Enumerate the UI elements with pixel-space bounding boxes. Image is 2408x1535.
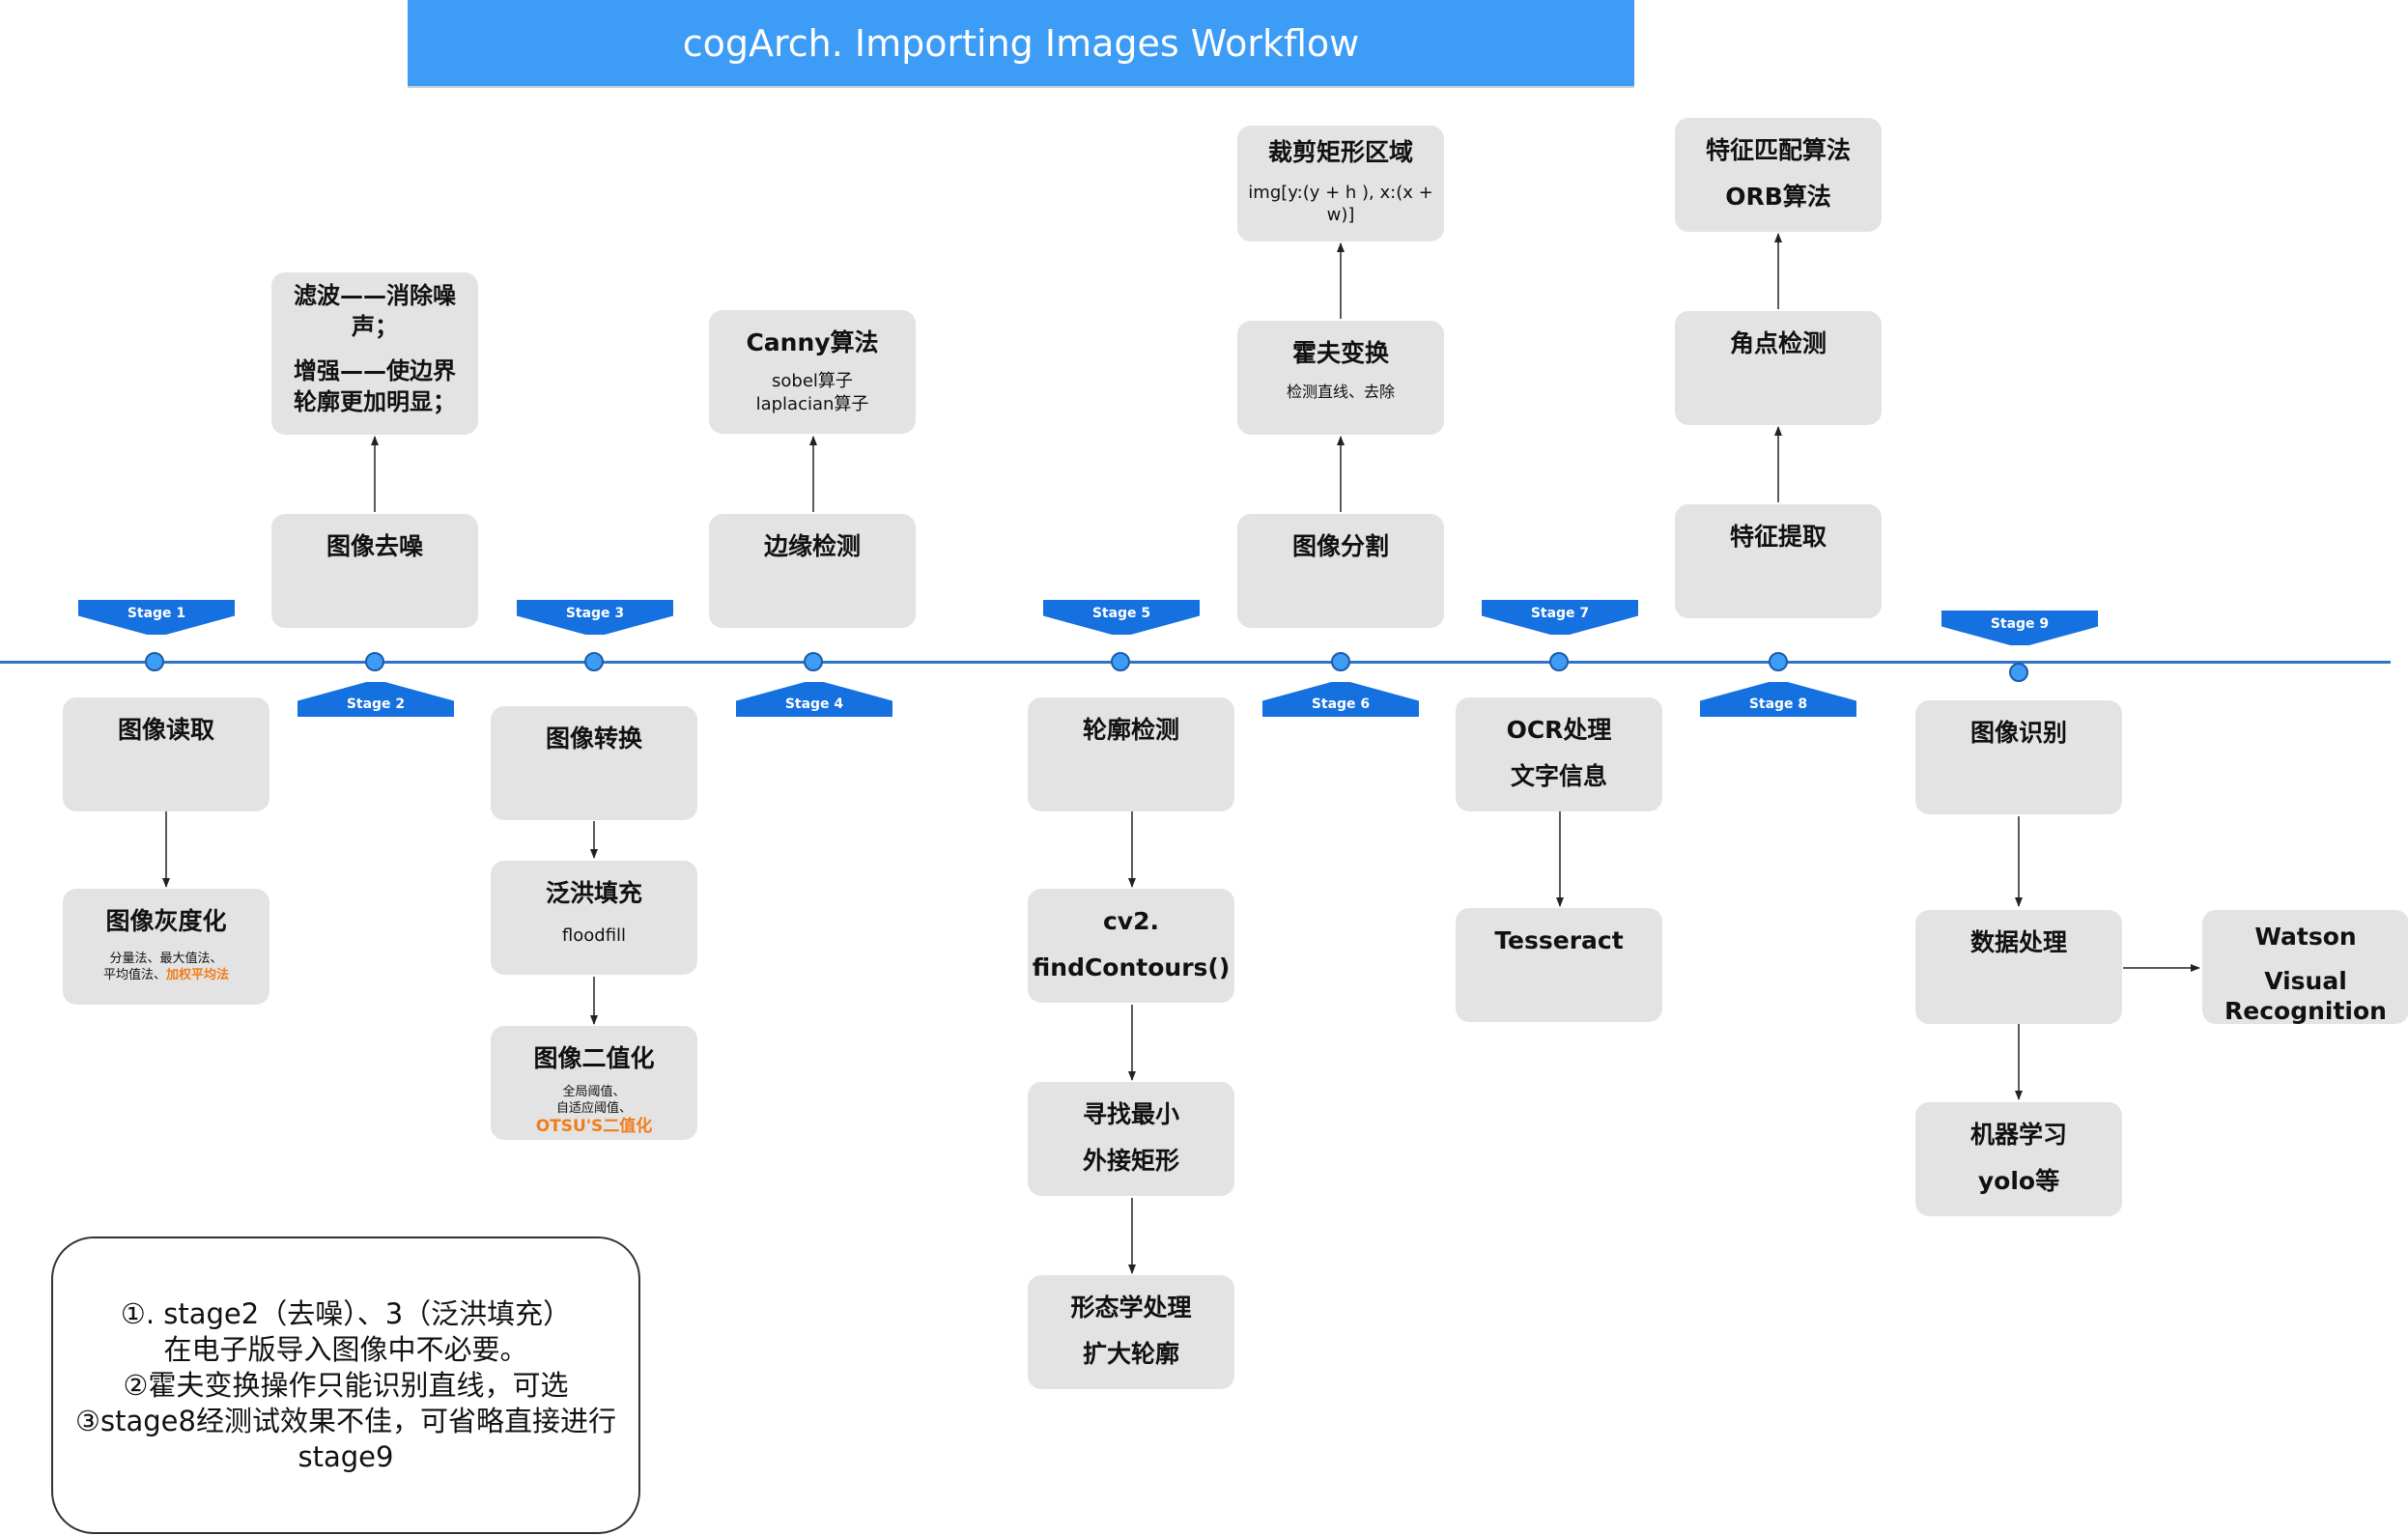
node-crop-rect: 裁剪矩形区域 img[y:(y + h ), x:(x +w)] bbox=[1237, 126, 1444, 242]
node-data-process-label: 数据处理 bbox=[1969, 928, 2067, 956]
node-ocr: OCR处理 文字信息 bbox=[1456, 697, 1662, 811]
node-feature-match: 特征匹配算法 ORB算法 bbox=[1675, 118, 1882, 232]
note-line-2: 在电子版导入图像中不必要。 bbox=[163, 1332, 528, 1366]
node-min-rect-line2: 外接矩形 bbox=[1082, 1147, 1179, 1175]
node-canny-line2: laplacian算子 bbox=[755, 394, 869, 414]
note-line-3: ②霍夫变换操作只能识别直线，可选 bbox=[123, 1368, 569, 1402]
node-image-convert-label: 图像转换 bbox=[545, 725, 642, 753]
node-edge-detect-label: 边缘检测 bbox=[763, 532, 861, 560]
node-grayscale-line1: 分量法、最大值法、 bbox=[109, 952, 223, 966]
node-min-rect: 寻找最小 外接矩形 bbox=[1028, 1082, 1234, 1196]
node-canny-title: Canny算法 bbox=[746, 328, 879, 356]
node-binarize-line2: 自适应阈值、 bbox=[555, 1101, 632, 1116]
node-ocr-line2: 文字信息 bbox=[1510, 762, 1607, 790]
timeline-dot-stage-7 bbox=[1549, 652, 1569, 671]
page-title: cogArch. Importing Images Workflow bbox=[408, 0, 1634, 88]
node-crop-rect-line1: img[y:(y + h ), x:(x + bbox=[1248, 183, 1433, 203]
timeline-dot-stage-2 bbox=[365, 652, 384, 671]
node-image-recognize-label: 图像识别 bbox=[1969, 719, 2067, 747]
node-tesseract-label: Tesseract bbox=[1494, 926, 1624, 954]
note-line-4: ③stage8经测试效果不佳，可省略直接进行 bbox=[75, 1404, 616, 1437]
node-filter-line4: 轮廓更加明显； bbox=[294, 388, 456, 415]
node-findcontours: cv2. findContours() bbox=[1028, 889, 1234, 1003]
node-image-convert: 图像转换 bbox=[491, 706, 697, 820]
timeline-dot-stage-4 bbox=[804, 652, 823, 671]
node-filter-enhance: 滤波——消除噪声； 增强——使边界轮廓更加明显； bbox=[271, 272, 478, 435]
node-grayscale: 图像灰度化 分量法、最大值法、平均值法、加权平均法 bbox=[63, 889, 269, 1005]
node-floodfill: 泛洪填充 floodfill bbox=[491, 861, 697, 975]
node-findcontours-line1: cv2. bbox=[1102, 907, 1159, 935]
node-filter-line3: 增强——使边界 bbox=[294, 357, 456, 384]
node-filter-line1: 滤波——消除噪 bbox=[294, 282, 456, 309]
node-canny-line1: sobel算子 bbox=[772, 371, 853, 391]
node-denoise-label: 图像去噪 bbox=[326, 532, 423, 560]
node-image-recognize: 图像识别 bbox=[1915, 700, 2122, 814]
node-contour-detect: 轮廓检测 bbox=[1028, 697, 1234, 811]
timeline-dot-stage-5 bbox=[1111, 652, 1130, 671]
node-image-read: 图像读取 bbox=[63, 697, 269, 811]
node-contour-detect-label: 轮廓检测 bbox=[1082, 716, 1179, 744]
node-canny: Canny算法 sobel算子 laplacian算子 bbox=[709, 310, 916, 434]
node-filter-line2: 声； bbox=[352, 313, 398, 340]
node-binarize: 图像二值化 全局阈值、自适应阈值、OTSU'S二值化 bbox=[491, 1026, 697, 1140]
node-watson-line3: Recognition bbox=[2224, 997, 2387, 1025]
node-morphology: 形态学处理 扩大轮廓 bbox=[1028, 1275, 1234, 1389]
timeline-dot-stage-8 bbox=[1769, 652, 1788, 671]
node-floodfill-sub: floodfill bbox=[561, 925, 627, 946]
node-binarize-highlight: OTSU'S二值化 bbox=[535, 1117, 653, 1136]
node-hough-title: 霍夫变换 bbox=[1291, 339, 1389, 367]
node-feature-match-line2: ORB算法 bbox=[1725, 183, 1831, 211]
node-machine-learning-line1: 机器学习 bbox=[1969, 1121, 2067, 1149]
node-segment: 图像分割 bbox=[1237, 514, 1444, 628]
note-line-1: ①. stage2（去噪）、3（泛洪填充） bbox=[120, 1296, 572, 1330]
node-min-rect-line1: 寻找最小 bbox=[1082, 1100, 1179, 1128]
node-morphology-line1: 形态学处理 bbox=[1070, 1293, 1192, 1322]
node-morphology-line2: 扩大轮廓 bbox=[1082, 1340, 1179, 1368]
node-feature-match-line1: 特征匹配算法 bbox=[1705, 136, 1851, 164]
node-grayscale-line2: 平均值法、 bbox=[102, 968, 166, 982]
node-watson-line1: Watson bbox=[2254, 923, 2357, 951]
node-grayscale-title: 图像灰度化 bbox=[105, 907, 227, 935]
node-grayscale-highlight: 加权平均法 bbox=[166, 968, 230, 982]
node-tesseract: Tesseract bbox=[1456, 908, 1662, 1022]
node-edge-detect: 边缘检测 bbox=[709, 514, 916, 628]
node-segment-label: 图像分割 bbox=[1291, 532, 1389, 560]
node-feature-extract: 特征提取 bbox=[1675, 504, 1882, 618]
notes-box: ①. stage2（去噪）、3（泛洪填充） 在电子版导入图像中不必要。 ②霍夫变… bbox=[51, 1237, 640, 1534]
node-watson-line2: Visual bbox=[2264, 967, 2347, 995]
node-feature-extract-label: 特征提取 bbox=[1729, 523, 1827, 551]
node-hough-sub: 检测直线、去除 bbox=[1286, 383, 1395, 401]
node-data-process: 数据处理 bbox=[1915, 910, 2122, 1024]
node-floodfill-title: 泛洪填充 bbox=[545, 879, 642, 907]
node-hough: 霍夫变换 检测直线、去除 bbox=[1237, 321, 1444, 435]
note-line-5: stage9 bbox=[297, 1439, 394, 1473]
node-crop-rect-title: 裁剪矩形区域 bbox=[1267, 138, 1413, 166]
node-binarize-line1: 全局阈值、 bbox=[562, 1085, 626, 1099]
timeline-dot-stage-1 bbox=[145, 652, 164, 671]
node-denoise: 图像去噪 bbox=[271, 514, 478, 628]
node-binarize-title: 图像二值化 bbox=[533, 1044, 655, 1072]
node-image-read-label: 图像读取 bbox=[117, 716, 214, 744]
timeline-dot-stage-6 bbox=[1331, 652, 1350, 671]
node-crop-rect-line2: w)] bbox=[1326, 205, 1355, 225]
node-ocr-line1: OCR处理 bbox=[1506, 716, 1612, 744]
node-machine-learning-line2: yolo等 bbox=[1977, 1167, 2060, 1195]
timeline-axis bbox=[0, 661, 2391, 664]
node-machine-learning: 机器学习 yolo等 bbox=[1915, 1102, 2122, 1216]
node-corner-detect: 角点检测 bbox=[1675, 311, 1882, 425]
node-findcontours-line2: findContours() bbox=[1032, 953, 1231, 981]
timeline-dot-stage-3 bbox=[584, 652, 604, 671]
timeline-dot-stage-9 bbox=[2009, 663, 2028, 682]
node-corner-detect-label: 角点检测 bbox=[1729, 329, 1827, 357]
